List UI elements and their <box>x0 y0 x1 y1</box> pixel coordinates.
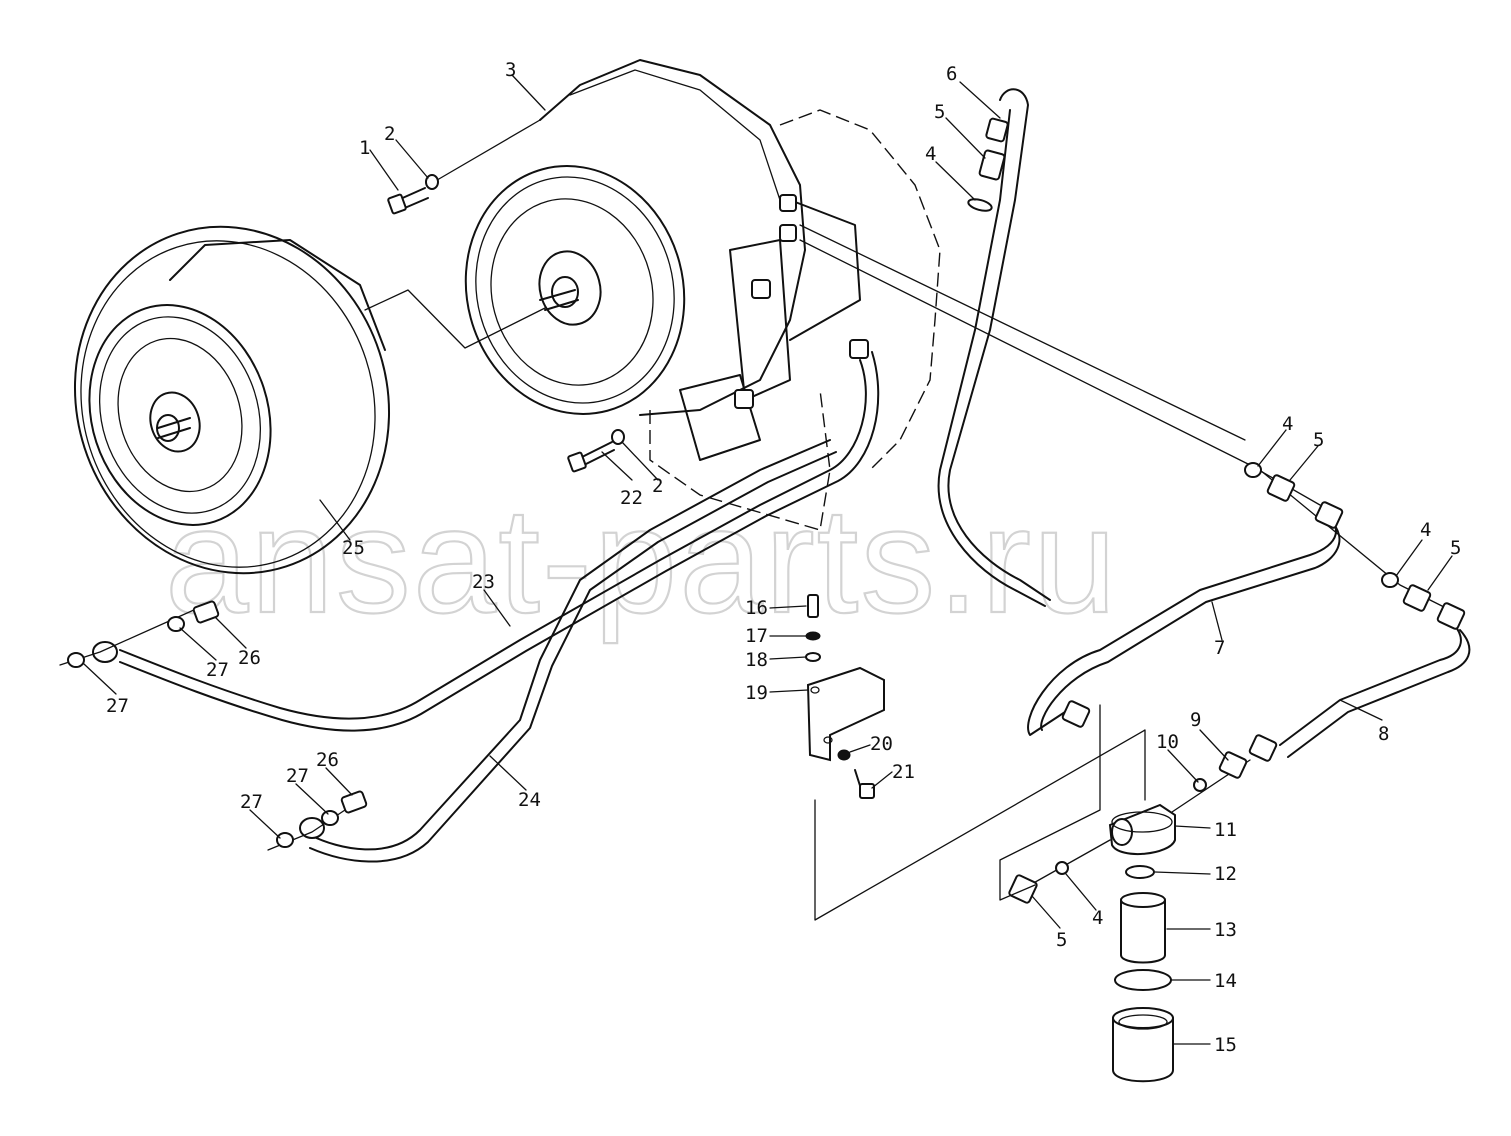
nut-part-7b <box>1061 700 1091 728</box>
bolt-part-21 <box>854 769 875 799</box>
bolt-part-1 <box>387 187 429 215</box>
filter-bowl-part-15 <box>1112 1007 1174 1083</box>
adapter-part-5c <box>1008 874 1038 904</box>
callout-27: 27 <box>286 765 309 787</box>
bolt-part-22 <box>567 441 615 473</box>
filter-element-part-13 <box>1120 892 1166 964</box>
o-ring-part-27c <box>276 832 294 848</box>
o-ring-part-27 <box>67 652 85 668</box>
callout-5: 5 <box>1313 429 1324 451</box>
adapter-part-5a <box>1266 474 1296 502</box>
callout-8: 8 <box>1378 723 1389 745</box>
callout-18: 18 <box>745 649 768 671</box>
washer-part-2b <box>611 429 625 445</box>
callout-16: 16 <box>745 597 768 619</box>
callout-9: 9 <box>1190 709 1201 731</box>
callout-26: 26 <box>316 749 339 771</box>
callout-22: 22 <box>620 487 643 509</box>
pipe-part-23 <box>119 351 880 732</box>
callout-27: 27 <box>206 659 229 681</box>
callout-14: 14 <box>1214 970 1237 992</box>
o-ring-part-4c <box>1055 861 1069 875</box>
callout-5: 5 <box>1450 537 1461 559</box>
callout-21: 21 <box>892 761 915 783</box>
alignment-line <box>799 224 1246 441</box>
alignment-line <box>1029 839 1111 886</box>
o-ring-part-4b <box>1381 572 1399 588</box>
alignment-line <box>364 289 546 349</box>
callout-12: 12 <box>1214 863 1237 885</box>
nut-part-6 <box>985 117 1009 143</box>
pipe-part-7 <box>1027 509 1341 736</box>
o-ring-part-4a <box>1244 462 1262 478</box>
bolt-part-16 <box>807 594 819 618</box>
filter-head-part-11 <box>1108 803 1176 856</box>
seal-part-12 <box>1125 865 1155 879</box>
callout-4: 4 <box>1420 519 1431 541</box>
callout-13: 13 <box>1214 919 1237 941</box>
adapter-part-5b <box>1402 584 1432 612</box>
alignment-line <box>999 704 1101 901</box>
callout-27: 27 <box>106 695 129 717</box>
callout-24: 24 <box>518 789 541 811</box>
callout-7: 7 <box>1214 637 1225 659</box>
callout-2: 2 <box>652 475 663 497</box>
o-ring-part-27d <box>321 810 339 826</box>
seal-part-14 <box>1114 969 1172 991</box>
washer-part-20 <box>837 749 851 761</box>
alignment-line <box>431 119 541 184</box>
seal-part-4-top <box>967 198 993 212</box>
washer-part-18 <box>805 652 821 662</box>
adapter-part-5-top <box>978 149 1006 181</box>
transmission-assembly-part-3 <box>464 59 941 531</box>
callout-23: 23 <box>472 571 495 593</box>
nut-part-8 <box>1436 602 1466 630</box>
callout-19: 19 <box>745 682 768 704</box>
callout-1: 1 <box>359 137 370 159</box>
callout-25: 25 <box>342 537 365 559</box>
callout-27: 27 <box>240 791 263 813</box>
nut-part-7 <box>1314 501 1344 529</box>
callout-4: 4 <box>925 143 936 165</box>
nut-part-8b <box>1248 734 1278 762</box>
callout-26: 26 <box>238 647 261 669</box>
callout-labels: 1 2 2 3 4 4 4 4 5 5 5 5 6 7 8 9 10 11 12… <box>106 59 1461 1056</box>
converter-housing-part-25 <box>73 225 391 575</box>
pipe-part-8 <box>1279 619 1471 758</box>
alignment-line <box>814 729 1146 921</box>
callout-5: 5 <box>1056 929 1067 951</box>
adapter-part-26 <box>192 600 220 624</box>
washer-part-17 <box>805 631 821 641</box>
pipe-part-24 <box>309 439 837 863</box>
callout-15: 15 <box>1214 1034 1237 1056</box>
banjo-fitting <box>92 641 118 663</box>
callout-20: 20 <box>870 733 893 755</box>
washer-part-2 <box>425 174 439 190</box>
callout-10: 10 <box>1156 731 1179 753</box>
bracket-part-19 <box>806 666 885 762</box>
callout-3: 3 <box>505 59 516 81</box>
callout-6: 6 <box>946 63 957 85</box>
leader-lines <box>83 74 1453 1045</box>
alignment-line <box>799 239 1321 506</box>
callout-4: 4 <box>1282 413 1293 435</box>
adapter-part-26b <box>340 790 368 814</box>
callout-4: 4 <box>1092 907 1103 929</box>
o-ring-part-10 <box>1193 778 1207 792</box>
callout-2: 2 <box>384 123 395 145</box>
banjo-fitting <box>299 817 325 839</box>
pipe-part-6 <box>937 88 1051 607</box>
alignment-line <box>1259 469 1451 611</box>
callout-5: 5 <box>934 101 945 123</box>
callout-11: 11 <box>1214 819 1237 841</box>
callout-17: 17 <box>745 625 768 647</box>
